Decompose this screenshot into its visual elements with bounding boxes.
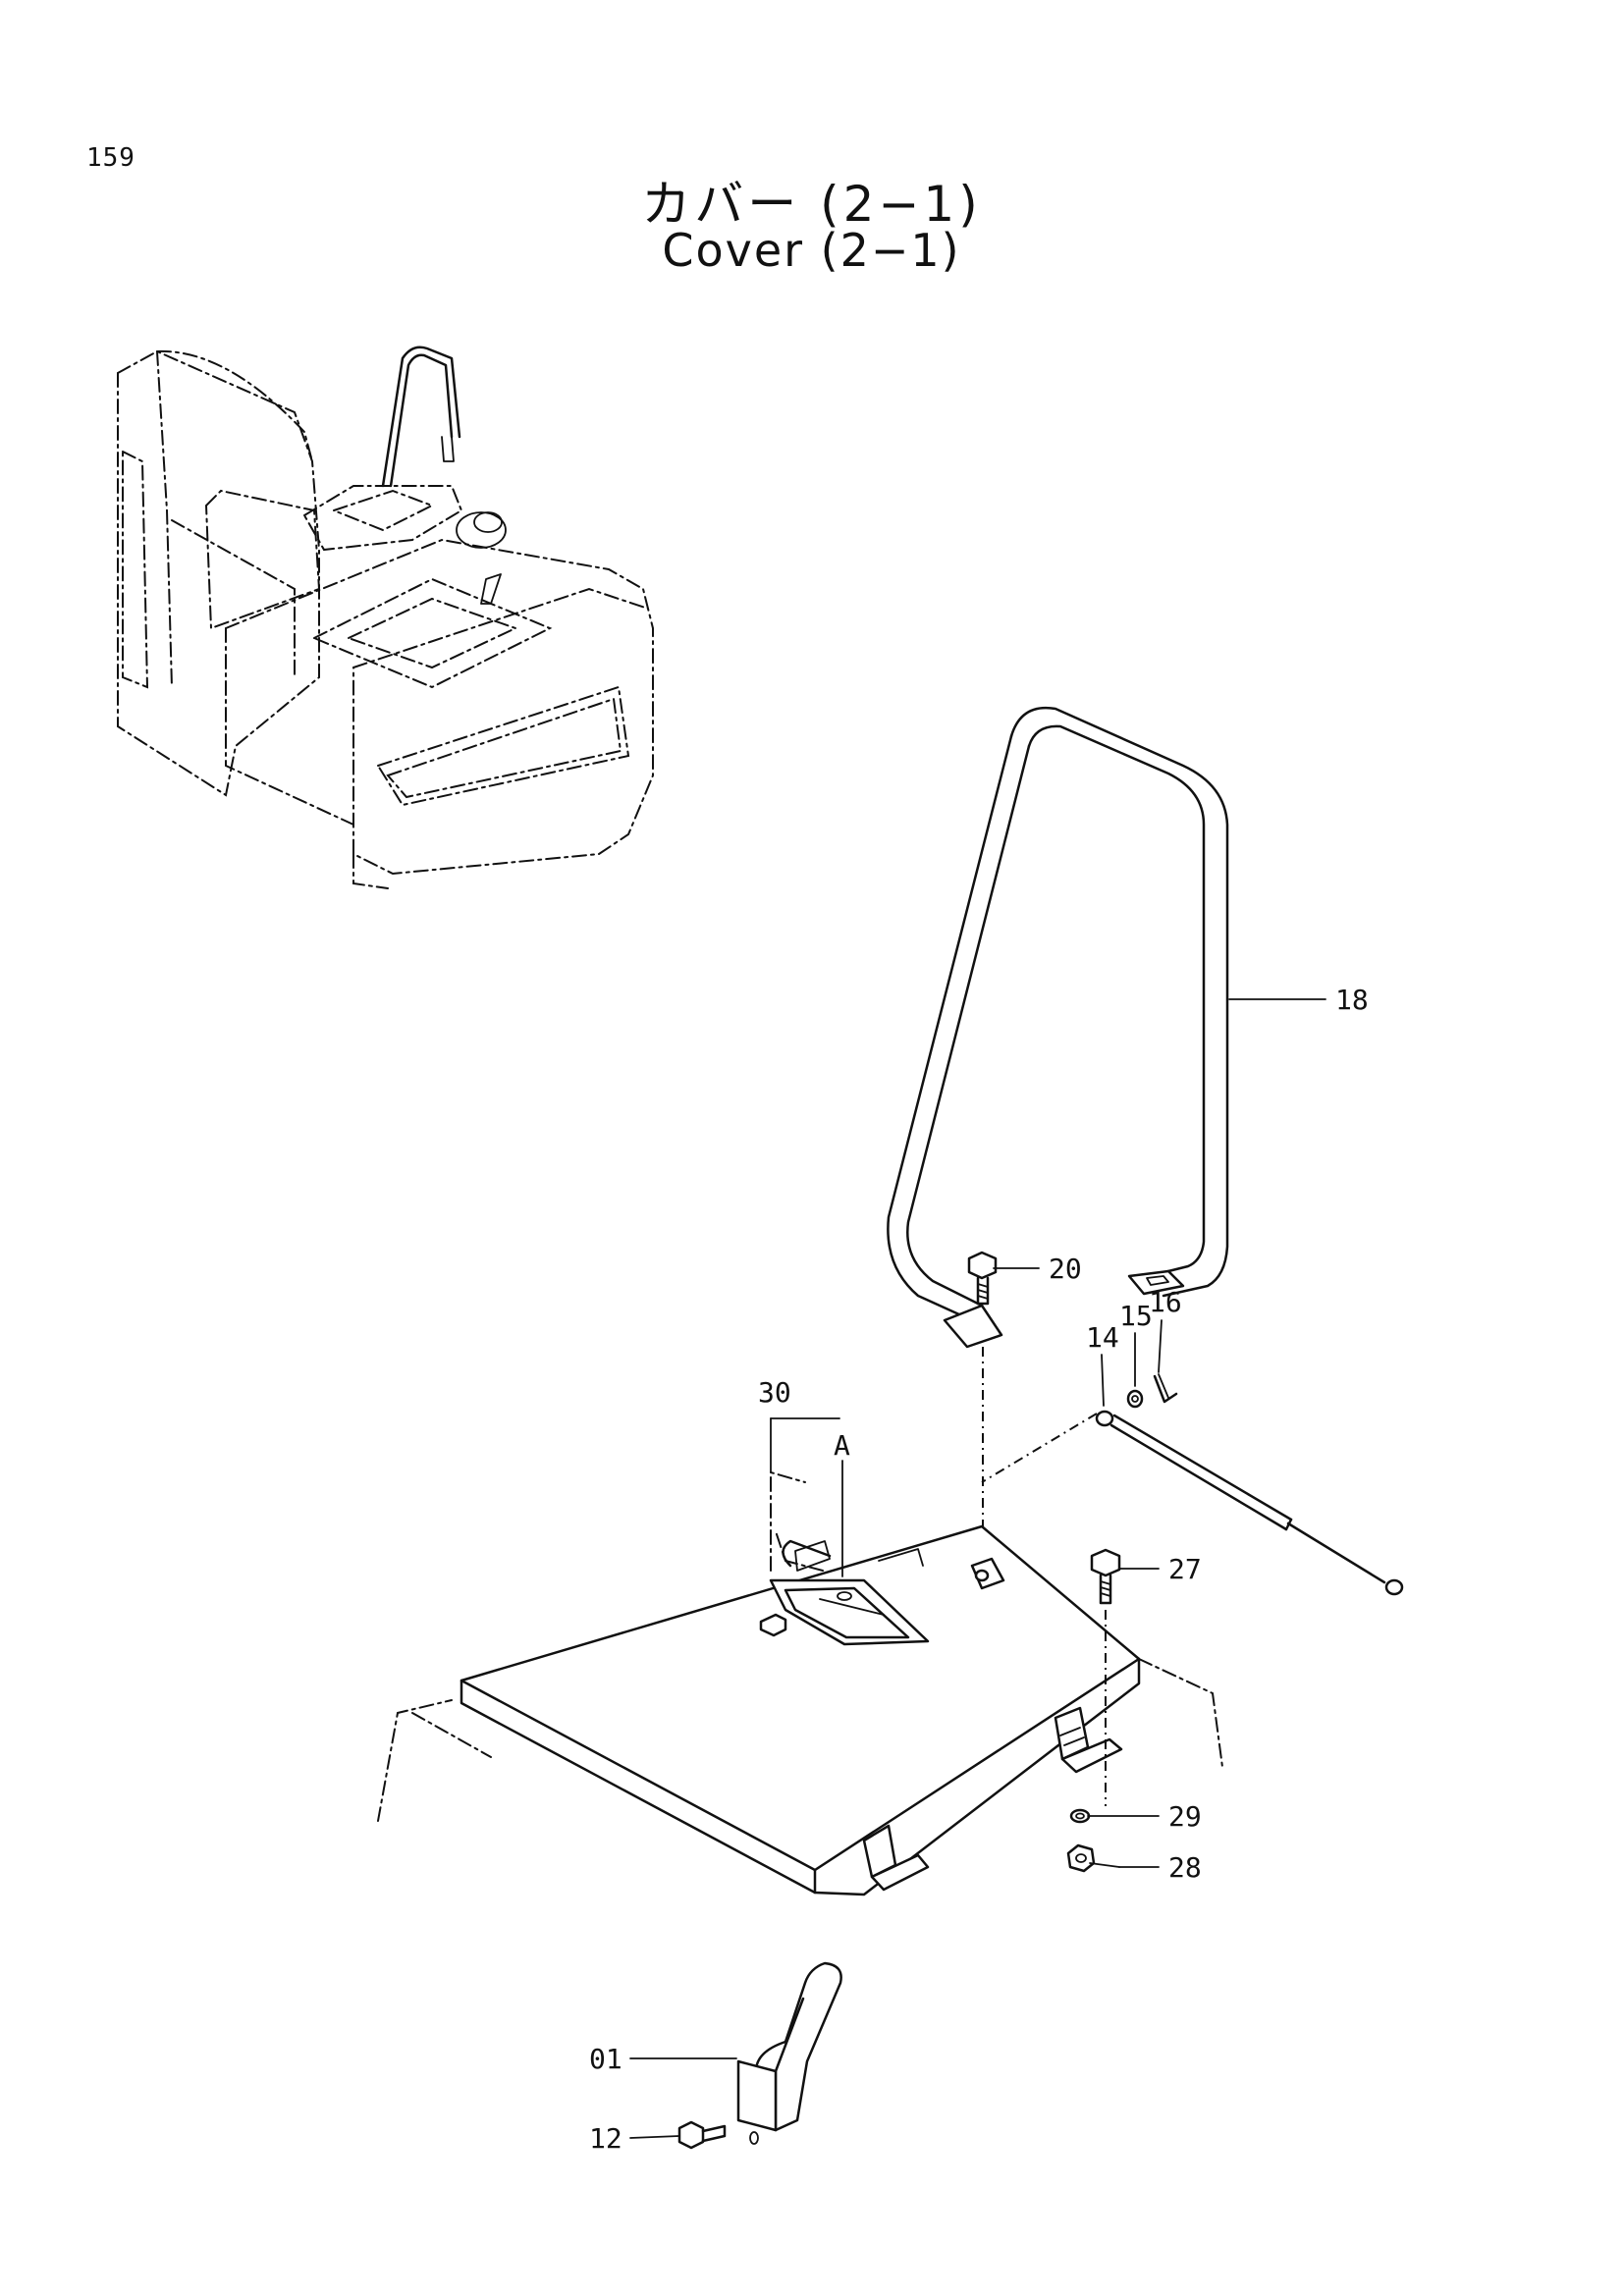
- nut-28: [1066, 1843, 1096, 1873]
- callout-12: 12: [589, 2122, 622, 2155]
- callout-A: A: [834, 1429, 850, 1462]
- bolt-20: [967, 1251, 998, 1306]
- callout-20: 20: [1049, 1253, 1082, 1285]
- washer-15: [1126, 1389, 1144, 1409]
- callout-01: 01: [589, 2043, 622, 2075]
- callout-18: 18: [1335, 984, 1369, 1016]
- page-number: 159: [86, 143, 135, 173]
- callout-30: 30: [758, 1376, 791, 1409]
- bracket-01: [736, 1961, 842, 2145]
- callout-29: 29: [1168, 1800, 1202, 1833]
- callout-15: 15: [1119, 1300, 1153, 1332]
- gas-strut-14: [981, 1410, 1404, 1596]
- callout-28: 28: [1168, 1851, 1202, 1884]
- leader-lines: [629, 998, 1326, 2139]
- callout-27: 27: [1168, 1553, 1202, 1585]
- pin-16: [1153, 1373, 1178, 1404]
- bolt-27: [1090, 1548, 1121, 1605]
- handrail-18: [887, 706, 1229, 1349]
- washer-29: [1069, 1808, 1091, 1824]
- title-english: Cover (2−1): [662, 224, 961, 277]
- title-japanese: カバー (2−1): [641, 176, 982, 233]
- callout-16: 16: [1149, 1286, 1182, 1318]
- bolt-12: [677, 2120, 727, 2150]
- callout-14: 14: [1086, 1321, 1119, 1354]
- cover-panel-30: [460, 1524, 1141, 1896]
- machine-overview-sketch: [117, 346, 654, 889]
